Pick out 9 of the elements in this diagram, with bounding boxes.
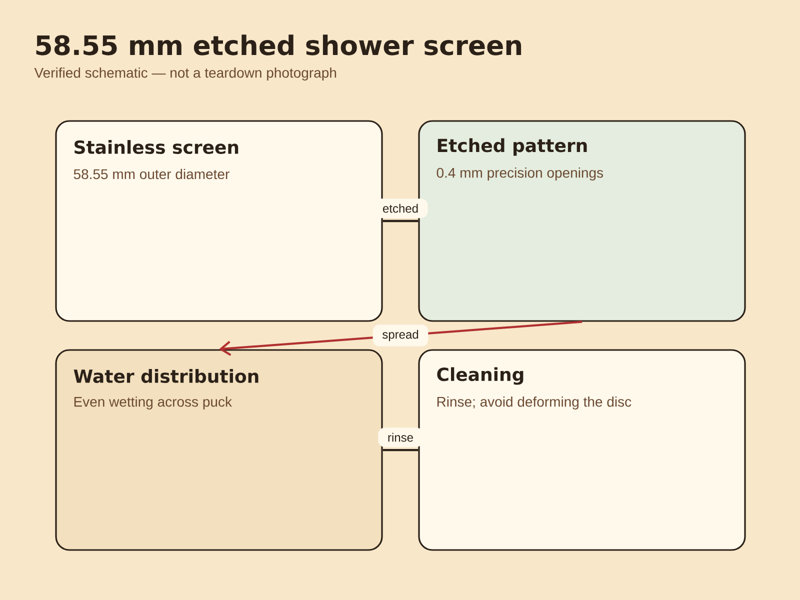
edge-label: spread bbox=[372, 324, 428, 346]
card: Water distribution Even wetting across puck bbox=[55, 349, 383, 551]
title: 58.55 mm etched shower screen bbox=[36, 34, 522, 56]
card: Etched pattern 0.4 mm precision openings bbox=[418, 120, 746, 322]
edge-label: rinse bbox=[378, 428, 423, 448]
card: Stainless screen 58.55 mm outer diameter bbox=[55, 120, 383, 322]
subtitle: Verified schematic — not a teardown photograph bbox=[34, 67, 336, 81]
card: Cleaning Rinse; avoid deforming the disc bbox=[418, 349, 746, 551]
edge-label: etched bbox=[373, 198, 428, 218]
